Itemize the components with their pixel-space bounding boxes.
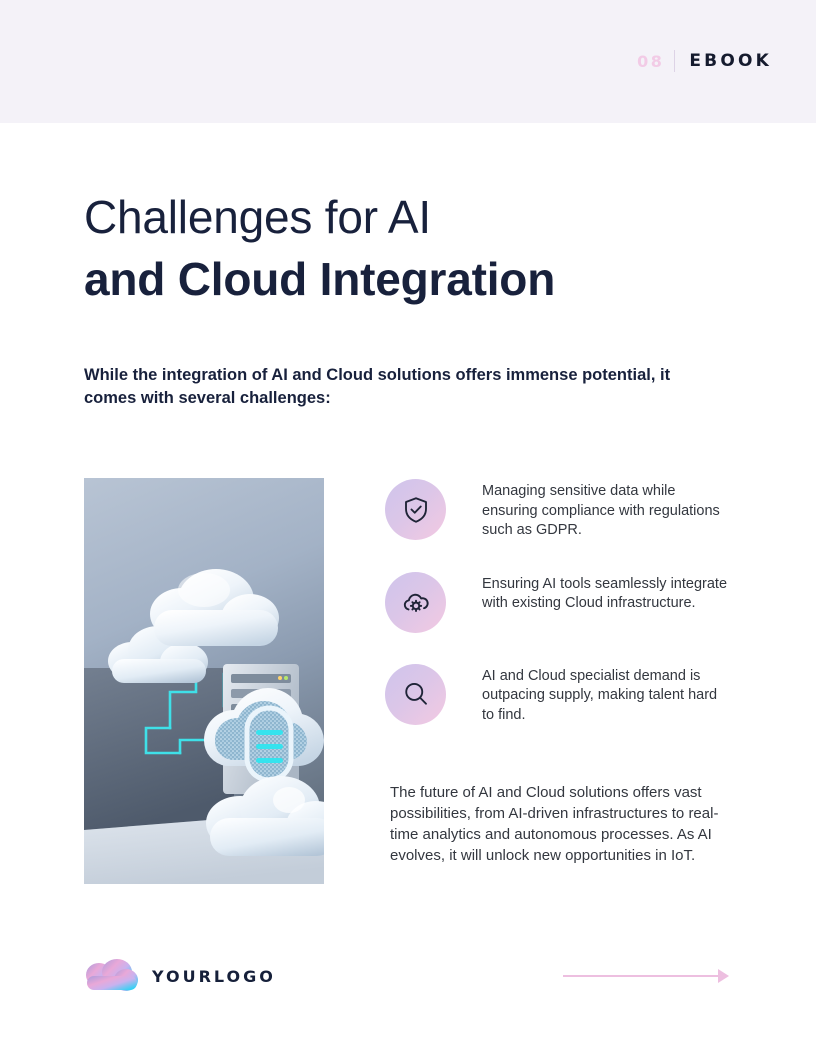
list-item: AI and Cloud specialist demand is outpac… <box>385 663 730 726</box>
magnifier-icon <box>385 663 446 725</box>
cloud-logo-icon <box>84 958 140 994</box>
list-item-label: Ensuring AI tools seamlessly integrate w… <box>482 575 728 612</box>
page-number: 08 <box>637 51 665 71</box>
logo-text: YOURLOGO <box>152 966 276 986</box>
list-item: Ensuring AI tools seamlessly integrate w… <box>385 571 730 633</box>
ebook-label: EBOOK <box>689 51 772 71</box>
next-page-arrow[interactable] <box>563 966 730 986</box>
header-meta: 08 EBOOK <box>637 50 772 72</box>
header-band: 08 EBOOK <box>0 0 816 123</box>
footer-logo: YOURLOGO <box>84 958 276 994</box>
hero-cloud-illustration <box>84 478 324 884</box>
header-divider <box>674 50 676 72</box>
list-item: Managing sensitive data while ensuring c… <box>385 479 730 541</box>
page-title: Challenges for AI and Cloud Integration <box>84 186 704 310</box>
hero-illustration-svg <box>84 478 324 884</box>
list-item-label: AI and Cloud specialist demand is outpac… <box>482 667 718 723</box>
cloud-gear-icon <box>385 571 446 633</box>
shield-check-icon <box>385 479 446 540</box>
page-title-line-2: and Cloud Integration <box>84 253 556 305</box>
list-item-label: Managing sensitive data while ensuring c… <box>482 483 720 538</box>
page-title-line-1: Challenges for AI <box>84 191 431 243</box>
challenges-list: Managing sensitive data while ensuring c… <box>385 479 730 756</box>
closing-paragraph: The future of AI and Cloud solutions off… <box>390 784 719 864</box>
intro-paragraph: While the integration of AI and Cloud so… <box>84 366 671 407</box>
